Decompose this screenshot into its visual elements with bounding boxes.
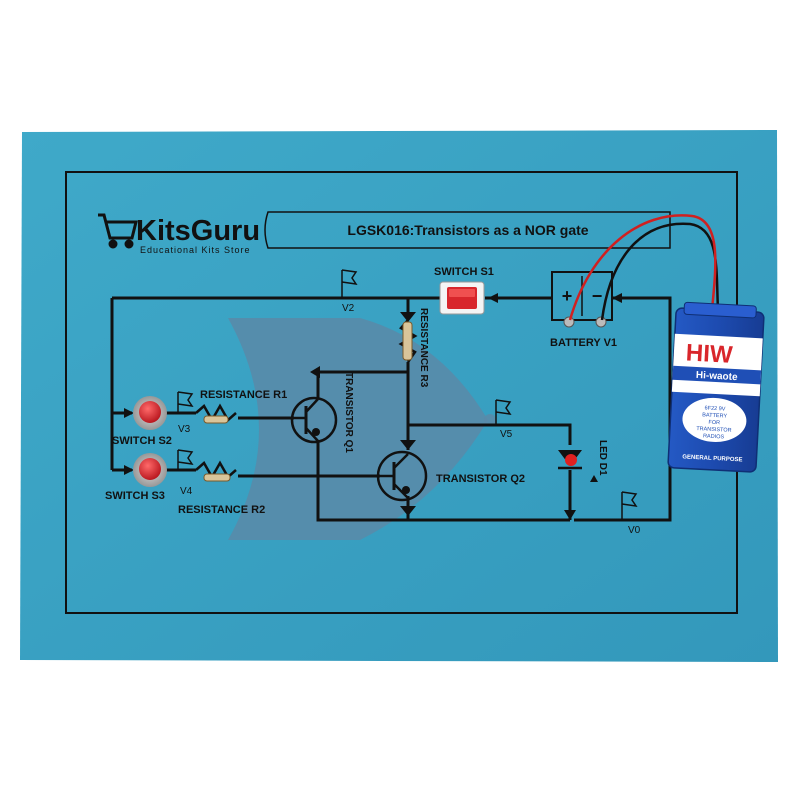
circuit-wiring [110, 296, 672, 522]
circuit-arrows [124, 293, 622, 520]
label-resistance-r3: RESISTANCE R3 [418, 308, 429, 388]
battery-footer: GENERAL PURPOSE [682, 454, 742, 463]
title-banner [264, 211, 671, 249]
battery-spec-5: RADIOS [703, 433, 725, 440]
battery-model: Hi-waote [696, 370, 739, 383]
node-flags [177, 269, 638, 520]
battery-9v: HIW Hi-waote 6F22 9V BATTERY FOR TRANSIS… [667, 301, 765, 473]
label-switch-s1: SWITCH S1 [434, 266, 494, 278]
battery-minus-label: − [592, 286, 603, 306]
resistor-r3 [398, 319, 418, 363]
label-transistor-q1: TRANSISTOR Q1 [343, 372, 354, 453]
rocker-switch-s1[interactable] [439, 281, 485, 315]
node-label-v0: V0 [628, 525, 641, 536]
shopping-cart-icon [98, 213, 138, 249]
kitsguru-logo: KitsGuru Educational Kits Store [98, 213, 260, 255]
flag-icon [341, 269, 358, 298]
resistor-r1 [195, 403, 237, 424]
battery-v1-symbol: + − [551, 271, 613, 328]
flag-icon [621, 491, 638, 520]
label-switch-s2: SWITCH S2 [112, 435, 172, 447]
flag-icon [177, 391, 194, 412]
board-title: LGSK016:Transistors as a NOR gate [347, 222, 588, 238]
flag-icon [177, 449, 194, 470]
nor-gate-shape [228, 318, 488, 540]
battery-brand: HIW [685, 339, 733, 368]
node-label-v5: V5 [500, 429, 513, 440]
battery-spec-1: 6F22 9V [704, 405, 725, 412]
battery-plus-label: + [562, 286, 573, 306]
label-led-d1: LED D1 [597, 440, 608, 476]
resistor-r2 [195, 460, 237, 482]
node-label-v4: V4 [180, 486, 193, 497]
node-label-v2: V2 [342, 303, 355, 314]
label-switch-s3: SWITCH S3 [105, 490, 165, 502]
led-d1 [558, 450, 598, 482]
logo-tagline: Educational Kits Store [140, 245, 251, 255]
battery-spec-2: BATTERY [702, 412, 727, 419]
logo-text: KitsGuru [136, 215, 260, 247]
label-battery-v1: BATTERY V1 [550, 337, 617, 349]
transistor-q2 [376, 450, 428, 502]
battery-spec-4: TRANSISTOR [696, 426, 732, 434]
push-button-s2[interactable] [133, 396, 167, 430]
battery-wires [568, 214, 720, 321]
battery-spec-3: FOR [708, 420, 720, 427]
push-button-s3[interactable] [133, 453, 167, 487]
transistor-q1 [290, 396, 338, 444]
label-transistor-q2: TRANSISTOR Q2 [436, 473, 525, 485]
node-label-v3: V3 [178, 424, 191, 435]
nor-gate-bubble [484, 414, 496, 426]
label-resistance-r2: RESISTANCE R2 [178, 504, 265, 516]
label-resistance-r1: RESISTANCE R1 [200, 389, 287, 401]
flag-icon [495, 399, 512, 425]
